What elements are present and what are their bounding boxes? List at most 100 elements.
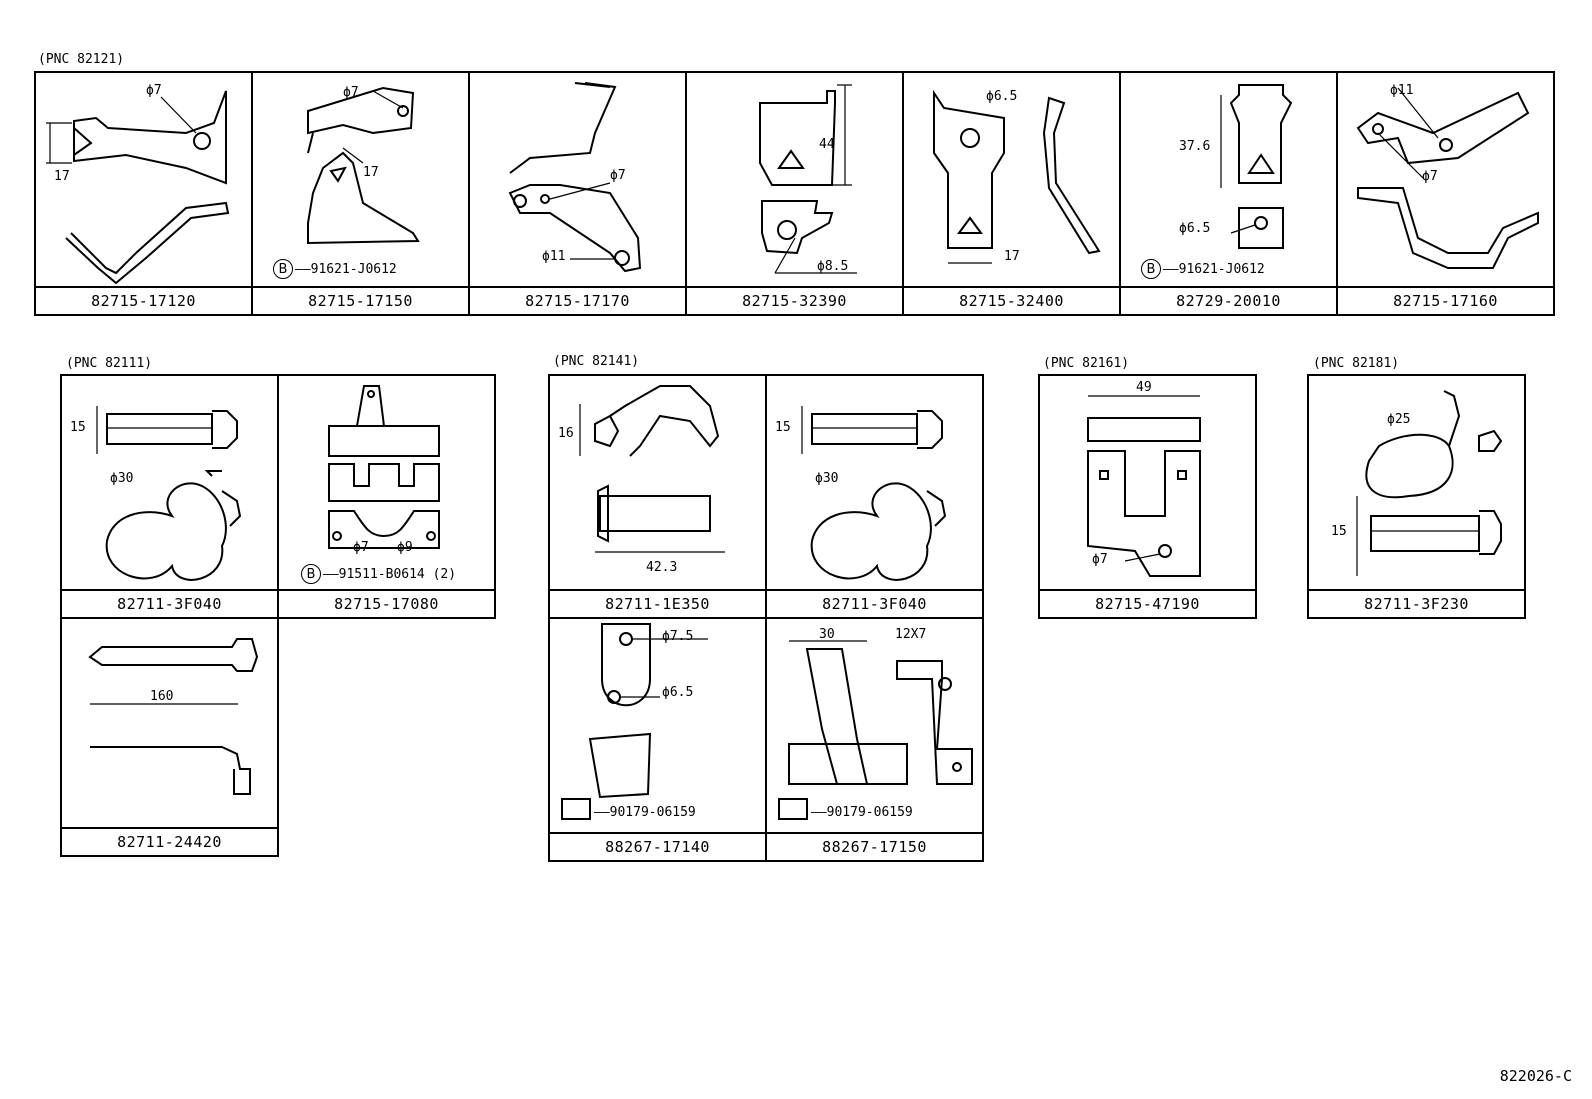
label-hole-diameter: ϕ30 [110, 471, 134, 486]
sub-part-callout[interactable]: B —— 91621-J0612 [273, 259, 397, 279]
callout-b-marker: B [1141, 259, 1161, 279]
clip-drawing [1220, 84, 1293, 249]
bracket-drawing [328, 385, 440, 549]
sub-part-callout[interactable]: —— 90179-06159 [811, 805, 913, 820]
part-number[interactable]: 82715-17080 [279, 589, 494, 617]
clamp-drawing [579, 385, 725, 553]
sub-part-callout[interactable]: —— 90179-06159 [594, 805, 696, 820]
label-dimension: 16 [558, 426, 574, 441]
callout-leader: —— [1163, 261, 1179, 277]
part-number[interactable]: 82715-17170 [470, 286, 685, 314]
callout-leader: —— [295, 261, 311, 277]
bracket-drawing [759, 84, 857, 274]
clamp-drawing [96, 406, 242, 581]
part-number[interactable]: 82715-17150 [253, 286, 468, 314]
part-cell-82715-17160: ϕ11 ϕ7 82715-17160 [1336, 71, 1555, 316]
sub-part-number: 91621-J0612 [1178, 261, 1265, 277]
bracket-drawing [561, 623, 708, 820]
bracket-drawing [46, 90, 230, 285]
callout-b-marker: B [273, 259, 293, 279]
part-number[interactable]: 82715-32400 [904, 286, 1119, 314]
label-dimension: 44 [819, 137, 835, 152]
label-length: 160 [150, 689, 174, 704]
bracket-drawing [1356, 87, 1539, 269]
pnc-label-82181: (PNC 82181) [1313, 356, 1400, 371]
part-number[interactable]: 82715-17160 [1338, 286, 1553, 314]
bracket-drawing [307, 86, 420, 245]
sub-part-number: 90179-06159 [609, 805, 696, 820]
part-cell-82711-24420: 160 82711-24420 [60, 617, 279, 857]
label-dimension: 42.3 [646, 560, 678, 575]
part-cell-82711-3F040: 15 ϕ30 82711-3F040 [60, 374, 279, 619]
label-dimension: 17 [363, 165, 379, 180]
label-dimension: 37.6 [1179, 139, 1211, 154]
label-dimension: 17 [54, 169, 70, 184]
part-number[interactable]: 82711-24420 [62, 827, 277, 855]
pnc-label-82161: (PNC 82161) [1043, 356, 1130, 371]
part-number[interactable]: 88267-17150 [767, 832, 982, 860]
label-hole-diameter: ϕ30 [815, 471, 839, 486]
label-hole-diameter: ϕ7.5 [662, 629, 694, 644]
label-hole-diameter: ϕ11 [1390, 83, 1414, 98]
callout-b-marker: B [301, 564, 321, 584]
bracket-drawing [508, 82, 642, 273]
sub-part-callout[interactable]: B —— 91621-J0612 [1141, 259, 1265, 279]
label-dimension: 15 [1331, 524, 1347, 539]
clamp-drawing [1356, 390, 1503, 576]
label-hole-diameter: ϕ7 [343, 85, 359, 100]
sub-part-number: 91511-B0614 (2) [338, 566, 457, 582]
sub-part-number: 90179-06159 [826, 805, 913, 820]
label-hole-diameter: ϕ7 [1422, 169, 1438, 184]
label-hole-diameter: ϕ7 [146, 83, 162, 98]
part-cell-82715-32390: 44 ϕ8.5 82715-32390 [685, 71, 904, 316]
label-hole-diameter: ϕ7 [353, 540, 369, 555]
part-cell-82715-17150: ϕ7 17 B —— 91621-J0612 82715-17150 [251, 71, 470, 316]
label-slot-size: 12X7 [895, 627, 927, 642]
label-dimension: 49 [1136, 380, 1152, 395]
label-hole-diameter: ϕ8.5 [817, 259, 849, 274]
callout-leader: —— [323, 566, 339, 582]
part-number[interactable]: 82711-3F040 [767, 589, 982, 617]
band-clip-drawing [88, 638, 259, 795]
part-cell-82715-17170: ϕ7 ϕ11 82715-17170 [468, 71, 687, 316]
pnc-label-82141: (PNC 82141) [553, 354, 640, 369]
part-cell-82711-3F040: 15 ϕ30 82711-3F040 [765, 374, 984, 619]
pnc-label-82111: (PNC 82111) [66, 356, 153, 371]
clamp-drawing [801, 406, 947, 581]
part-number[interactable]: 82715-47190 [1040, 589, 1255, 617]
label-hole-diameter: ϕ6.5 [986, 89, 1018, 104]
part-cell-82715-17080: ϕ7 ϕ9 B —— 91511-B0614 (2) 82715-17080 [277, 374, 496, 619]
part-number[interactable]: 82711-3F230 [1309, 589, 1524, 617]
label-hole-diameter: ϕ6.5 [662, 685, 694, 700]
label-hole-diameter: ϕ7 [610, 168, 626, 183]
label-hole-diameter: ϕ6.5 [1179, 221, 1211, 236]
label-hole-diameter: ϕ9 [397, 540, 413, 555]
part-number[interactable]: 88267-17140 [550, 832, 765, 860]
diagram-code: 822026-C [1499, 1067, 1572, 1085]
part-cell-88267-17140: ϕ7.5 ϕ6.5 —— 90179-06159 88267-17140 [548, 617, 767, 862]
pnc-label-82121: (PNC 82121) [38, 52, 125, 67]
label-dimension: 30 [819, 627, 835, 642]
part-number[interactable]: 82715-32390 [687, 286, 902, 314]
part-cell-88267-17150: 30 12X7 —— 90179-06159 88267-17150 [765, 617, 984, 862]
callout-leader: —— [594, 805, 610, 820]
part-number[interactable]: 82729-20010 [1121, 286, 1336, 314]
part-cell-82715-47190: 49 ϕ7 82715-47190 [1038, 374, 1257, 619]
part-cell-82715-17120: ϕ7 17 82715-17120 [34, 71, 253, 316]
label-hole-diameter: ϕ7 [1092, 552, 1108, 567]
label-hole-diameter: ϕ11 [542, 249, 566, 264]
part-cell-82729-20010: 37.6 ϕ6.5 B —— 91621-J0612 82729-20010 [1119, 71, 1338, 316]
callout-leader: —— [811, 805, 827, 820]
sub-part-number: 91621-J0612 [310, 261, 397, 277]
part-number[interactable]: 82715-17120 [36, 286, 251, 314]
label-hole-diameter: ϕ25 [1387, 412, 1411, 427]
part-cell-82711-3F230: ϕ25 15 82711-3F230 [1307, 374, 1526, 619]
label-dimension: 17 [1004, 249, 1020, 264]
sub-part-callout[interactable]: B —— 91511-B0614 (2) [301, 564, 456, 584]
part-number[interactable]: 82711-1E350 [550, 589, 765, 617]
part-cell-82715-32400: ϕ6.5 17 82715-32400 [902, 71, 1121, 316]
label-dimension: 15 [775, 420, 791, 435]
bracket-drawing [778, 640, 973, 820]
part-cell-82711-1E350: 16 42.3 82711-1E350 [548, 374, 767, 619]
part-number[interactable]: 82711-3F040 [62, 589, 277, 617]
